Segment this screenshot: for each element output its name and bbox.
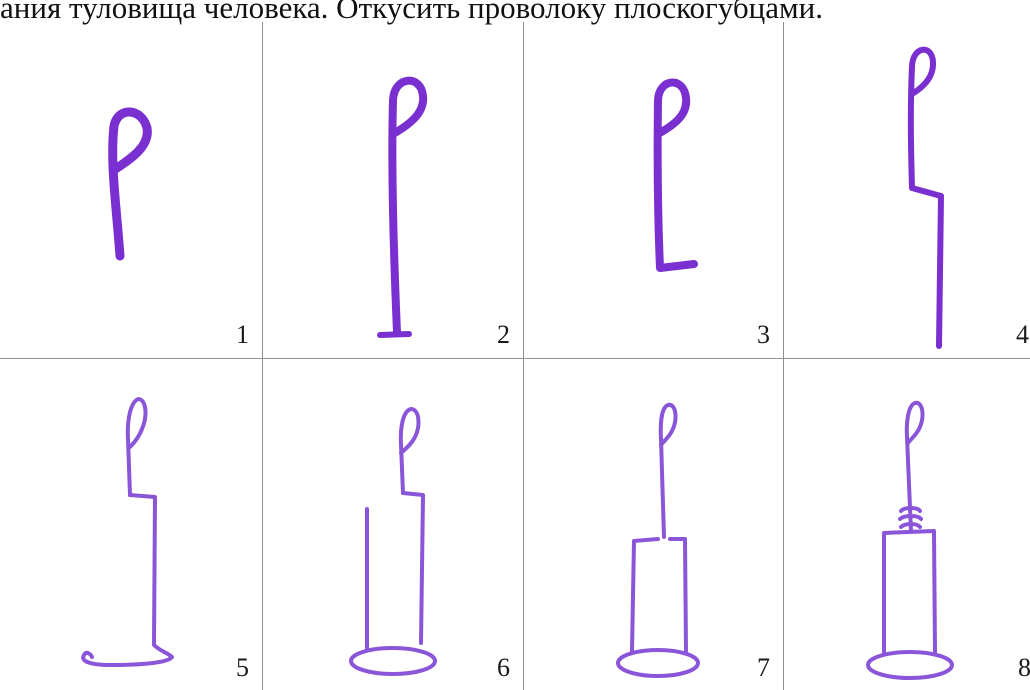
wire-step-4-drawing xyxy=(784,22,1030,358)
wire-step-1-drawing xyxy=(0,22,262,358)
step-number-2: 2 xyxy=(497,322,510,348)
step-panel-8: 8 xyxy=(784,359,1030,690)
step-number-3: 3 xyxy=(757,322,770,348)
wire-step-7-drawing xyxy=(524,359,783,690)
step-panel-2: 2 xyxy=(263,22,523,358)
step-panel-6: 6 xyxy=(263,359,523,690)
step-number-5: 5 xyxy=(236,655,249,681)
step-number-8: 8 xyxy=(1018,655,1030,681)
step-panel-7: 7 xyxy=(524,359,783,690)
step-panel-4: 4 xyxy=(784,22,1030,358)
step-panel-1: 1 xyxy=(0,22,262,358)
wire-step-5-drawing xyxy=(0,359,262,690)
step-number-4: 4 xyxy=(1016,322,1029,348)
wire-step-3-drawing xyxy=(524,22,783,358)
step-panel-3: 3 xyxy=(524,22,783,358)
step-number-1: 1 xyxy=(236,322,249,348)
wire-step-6-drawing xyxy=(263,359,523,690)
step-number-7: 7 xyxy=(757,655,770,681)
step-panel-5: 5 xyxy=(0,359,262,690)
steps-grid: 1 2 3 4 5 xyxy=(0,22,1030,690)
step-number-6: 6 xyxy=(497,655,510,681)
wire-step-2-drawing xyxy=(263,22,523,358)
wire-step-8-drawing xyxy=(784,359,1030,690)
